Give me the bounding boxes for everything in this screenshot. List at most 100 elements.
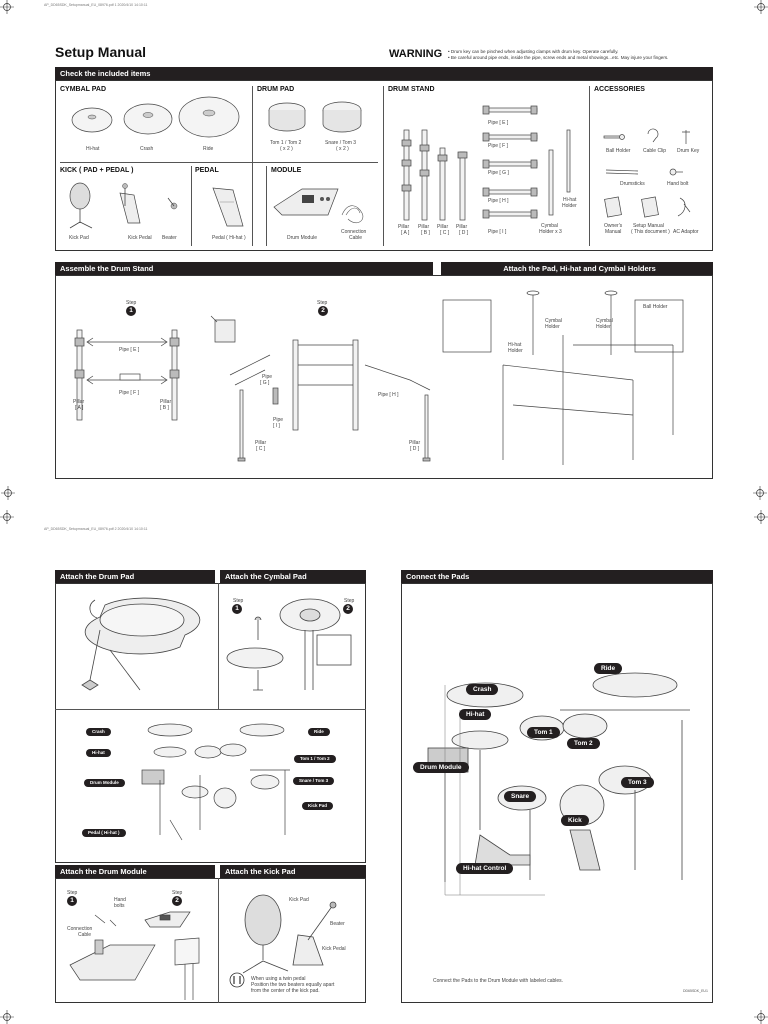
assemble-pillar-d: Pillar [409,440,421,446]
holders-ball-label: Ball Holder [643,304,668,310]
drum-key-label: Drum Key [677,148,700,154]
kick-illustration [69,182,178,229]
connect-tom1-tag: Tom 1 [527,727,560,738]
attach-kick-illustration [242,894,337,974]
overview-pedal-tag: Pedal ( Hi-hat ) [82,829,126,837]
stand-parts-illustration [401,105,571,221]
registration-mark [754,0,768,14]
overview-kick-tag: Kick Pad [302,802,334,810]
drumsticks-label: Drumsticks [620,181,645,187]
assemble-pipe-h: Pipe [ H ] [378,392,399,398]
assemble-panel [55,275,713,479]
drum-stand-title: DRUM STAND [388,86,435,93]
pipe-e-label: Pipe [ E ] [488,120,509,126]
kick-pad-callout: Kick Pad [289,897,309,903]
file-info: AP_DD65SDK_Setupmanual_EU_08976.pdf 1 20… [44,3,148,7]
divider [60,162,378,163]
beater-label: Beater [162,235,177,241]
hand-bolts-label: Hand [114,897,126,903]
cymbal-pads-illustration [71,96,240,138]
warning-line-2: • Be careful around pipe ends, inside th… [448,55,669,60]
ball-holder-label: Ball Holder [606,148,631,154]
registration-mark [754,510,768,524]
cymbal-step-label: Step [233,598,244,604]
connect-crash-tag: Crash [466,684,499,695]
connect-pads-panel [401,583,713,1003]
pillar-b-id: [ B ] [421,230,430,236]
attach-drum-pad-illustration [81,597,201,691]
assemble-pipe-e: Pipe [ E ] [119,347,140,353]
module-step-label: Step [67,890,78,896]
registration-mark [754,1010,768,1024]
assemble-pipe-i: Pipe [273,417,284,423]
setup-manual-label-2: ( This document ) [631,229,670,235]
page-title: Setup Manual [55,44,147,60]
crash-label: Crash [140,146,154,152]
attach-kick-header: Attach the Kick Pad [220,865,366,878]
module-kick-panel [55,878,366,1003]
pipe-h-label: Pipe [ H ] [488,198,509,204]
divider [252,86,253,246]
overview-crash-tag: Crash [86,728,111,736]
assemble-pillar-b-id: [ B ] [160,405,169,411]
pillar-d-label: Pillar [456,224,468,230]
module-step-label-2: Step [172,890,183,896]
divider [383,86,384,246]
assemble-pillar-b: Pillar [160,399,172,405]
hand-bolt-label: Hand bolt [667,181,689,187]
registration-mark [0,510,14,524]
attach-drum-pad-header: Attach the Drum Pad [55,570,215,583]
holders-cymbal-label: Cymbal [545,318,562,324]
cymbal-holder-qty: Holder x 3 [539,229,562,235]
accessories-title: ACCESSORIES [594,86,645,93]
step-2-badge: 2 [318,306,328,316]
owners-manual-label: Owner's [604,223,623,229]
connect-ride-tag: Ride [594,663,623,674]
warning-line-1: • Drum key can be pinched when adjusting… [448,49,619,54]
holders-holder-label-2: Holder [596,324,611,330]
setup-manual-label: Setup Manual [633,223,664,229]
module-cable-label: Connection [67,926,93,932]
kick-title: KICK ( PAD + PEDAL ) [60,167,134,174]
step-1-badge: 1 [126,306,136,316]
connect-tom3-tag: Tom 3 [621,777,654,788]
registration-mark [0,1010,14,1024]
divider [218,583,219,709]
assemble-pillar-d-id: [ D ] [410,446,420,452]
owners-manual-label-2: Manual [605,229,622,235]
connect-pads-illustration [427,672,690,896]
connect-tom2-tag: Tom 2 [567,738,600,749]
overview-tom12-tag: Tom 1 / Tom 2 [294,755,336,763]
module-step-2: 2 [172,896,182,906]
attach-holders-header: Attach the Pad, Hi-hat and Cymbal Holder… [441,262,713,275]
overview-module-tag: Drum Module [84,779,125,787]
cable-label-2: Cable [349,235,363,241]
pillar-a-label: Pillar [398,224,410,230]
pedal-label: Pedal ( Hi-hat ) [212,235,246,241]
ac-adaptor-label: AC Adaptor [673,229,699,235]
overview-snare-tag: Snare / Tom 3 [293,777,335,785]
step-label: Step [126,300,137,306]
holders-cymbal-label-2: Cymbal [596,318,613,324]
connect-module-tag: Drum Module [413,762,469,773]
module-title: MODULE [271,167,302,174]
hihat-holder-label: Hi-hat [563,197,577,203]
pipe-i-label: Pipe [ I ] [488,229,507,235]
connect-footer: Connect the Pads to the Drum Module with… [433,978,564,984]
drum-module-label: Drum Module [287,235,318,241]
divider [266,166,267,246]
assemble-pipe-g: Pipe [262,374,273,380]
overview-hihat-tag: Hi-hat [86,749,111,757]
kick-pedal-label: Kick Pedal [128,235,152,241]
cable-clip-label: Cable Clip [643,148,667,154]
hand-bolts-label-2: bolts [114,903,125,909]
kick-pedal-callout: Kick Pedal [322,946,346,952]
accessories-illustration [603,128,691,218]
tom12-qty: ( x 2 ) [280,146,293,152]
module-step-1: 1 [67,896,77,906]
assemble-stand-header: Assemble the Drum Stand [55,262,433,275]
assemble-pillar-c: Pillar [255,440,267,446]
step-label: Step [317,300,328,306]
pedal-title: PEDAL [195,167,219,174]
assemble-pillar-a-id: [ A ] [75,405,84,411]
